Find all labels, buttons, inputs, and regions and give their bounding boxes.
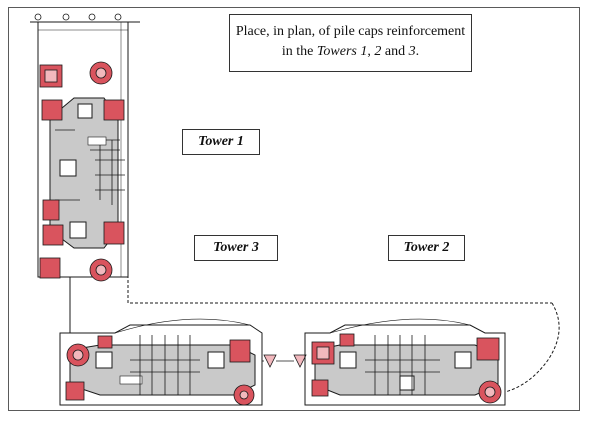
caption-line-2-prefix: in the [281, 44, 317, 59]
caption-tower-number-2: 2 [374, 44, 382, 59]
grid-axis-markers [34, 13, 122, 21]
tower-3-outline [59, 277, 263, 406]
tower-2-label: Tower 2 [388, 235, 465, 261]
caption-line-1: Place, in plan, of pile caps reinforceme… [235, 24, 466, 39]
tower-3-pile-caps [65, 335, 255, 406]
plan-caption: Place, in plan, of pile caps reinforceme… [229, 14, 472, 72]
tower-3-core [69, 335, 256, 396]
tower-1-label: Tower 1 [182, 129, 260, 155]
tower-2-outline [304, 318, 506, 406]
tower-3-label: Tower 3 [194, 235, 278, 261]
caption-tower-number-3: 3 [408, 44, 416, 59]
tower-2-pile-caps [311, 333, 502, 404]
tower-1-pile-caps [39, 61, 125, 282]
caption-separator-2: and [381, 44, 409, 59]
caption-end: . [415, 44, 420, 59]
dashed-boundary [127, 30, 560, 393]
caption-tower-number-1: 1 [360, 44, 368, 59]
caption-separator-1: , [367, 44, 375, 59]
connector-piles [262, 354, 307, 368]
caption-towers-word: Towers [316, 44, 357, 59]
caption-line-2: in the Towers 1, 2 and 3. [230, 42, 471, 62]
